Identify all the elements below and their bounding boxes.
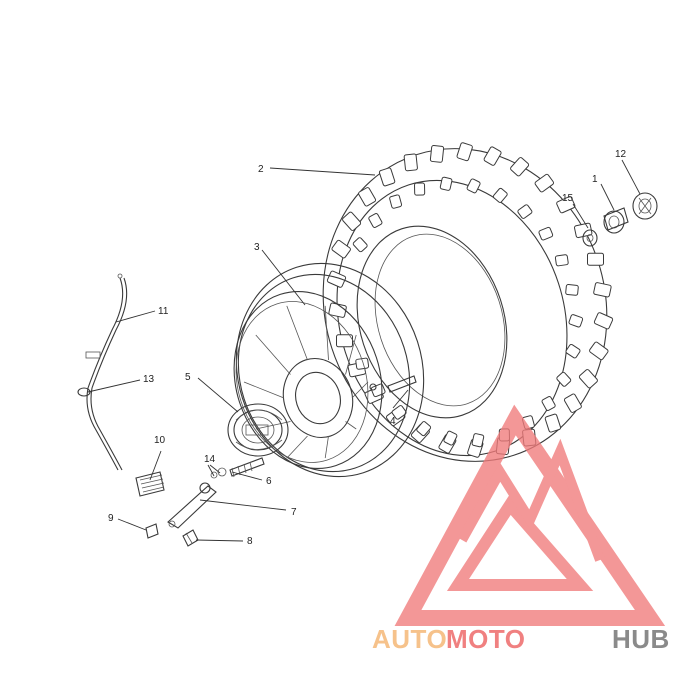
callout-4: 4 [390,416,396,427]
rim-spoke [255,334,291,375]
rim-spoke [286,435,308,459]
leader-lines [87,159,641,542]
tread-block [589,341,609,361]
callout-6: 6 [266,476,272,487]
axle-bolt [369,375,417,393]
rim-spoke [345,334,357,375]
wordmark-moto: MOTO [446,624,526,654]
tread-block [328,302,347,318]
callout-8: 8 [247,536,253,547]
tread-block [336,334,353,348]
tread-block [456,142,473,162]
tread-block [578,369,598,389]
callout-5: 5 [185,372,191,383]
tread-block [544,413,562,433]
brake-cam [210,457,265,479]
tread-block [568,314,584,328]
tread-block [534,173,555,193]
callout-15: 15 [562,193,574,204]
brake-cable [77,273,128,471]
hub-cap [632,192,658,220]
tread-block [416,421,432,437]
tread-block [378,167,396,187]
tire [322,142,614,462]
tread-block [565,284,579,296]
brake-arm [167,482,217,529]
washer [582,229,598,247]
bolt-9 [145,523,159,539]
tread-block [352,237,368,253]
callout-3: 3 [254,242,260,253]
tread-block [565,343,581,359]
tread-block [593,312,614,330]
tread-block [439,176,453,191]
tread-block [403,153,418,172]
return-spring [135,471,165,497]
tread-block [593,282,612,298]
wordmark-auto: AUTO [372,624,447,654]
automotohub-logo [394,404,666,626]
rim [233,262,425,478]
tread-block [429,145,445,163]
rim-spoke [345,421,357,430]
rim-spoke [351,381,369,399]
automotohub-wordmark: AUTO MOTO HUB [372,624,670,654]
brake-shoe-assembly [227,403,289,457]
callout-10: 10 [154,435,166,446]
tread-block [466,178,481,194]
tread-block [541,396,556,411]
callout-9: 9 [108,513,114,524]
tread-block [587,252,604,266]
tread-block [358,187,377,207]
callout-1: 1 [592,174,598,185]
axle-nut [603,207,629,234]
callout-11: 11 [158,306,169,317]
tread-block [368,213,383,228]
rim-spoke [324,305,329,361]
tread-block [554,254,569,267]
rim-spoke [324,435,329,459]
tread-block [510,157,530,177]
tread-block [391,405,407,420]
callout-12: 12 [615,149,627,160]
rim-spoke [243,381,285,399]
tread-block [389,194,403,209]
tread-block [414,182,426,196]
tread-block [443,430,458,446]
callout-labels: 2 3 4 5 6 7 8 9 10 11 13 14 1 12 15 [108,149,627,547]
tread-block [563,393,582,413]
callout-13: 13 [143,374,155,385]
wordmark-hub: HUB [612,624,670,654]
tread-block [342,211,362,231]
tread-block [556,371,572,387]
callout-7: 7 [291,507,297,518]
tread-block [471,433,485,448]
tread-block [517,204,533,219]
tread-block [538,226,554,241]
tread-block [331,239,351,259]
tread-block [492,187,508,203]
tread-block [483,146,502,166]
callout-2: 2 [258,164,264,175]
rim-spoke [286,305,308,361]
tread-block [556,196,576,214]
callout-14: 14 [204,454,216,465]
bolt-8 [182,529,199,547]
